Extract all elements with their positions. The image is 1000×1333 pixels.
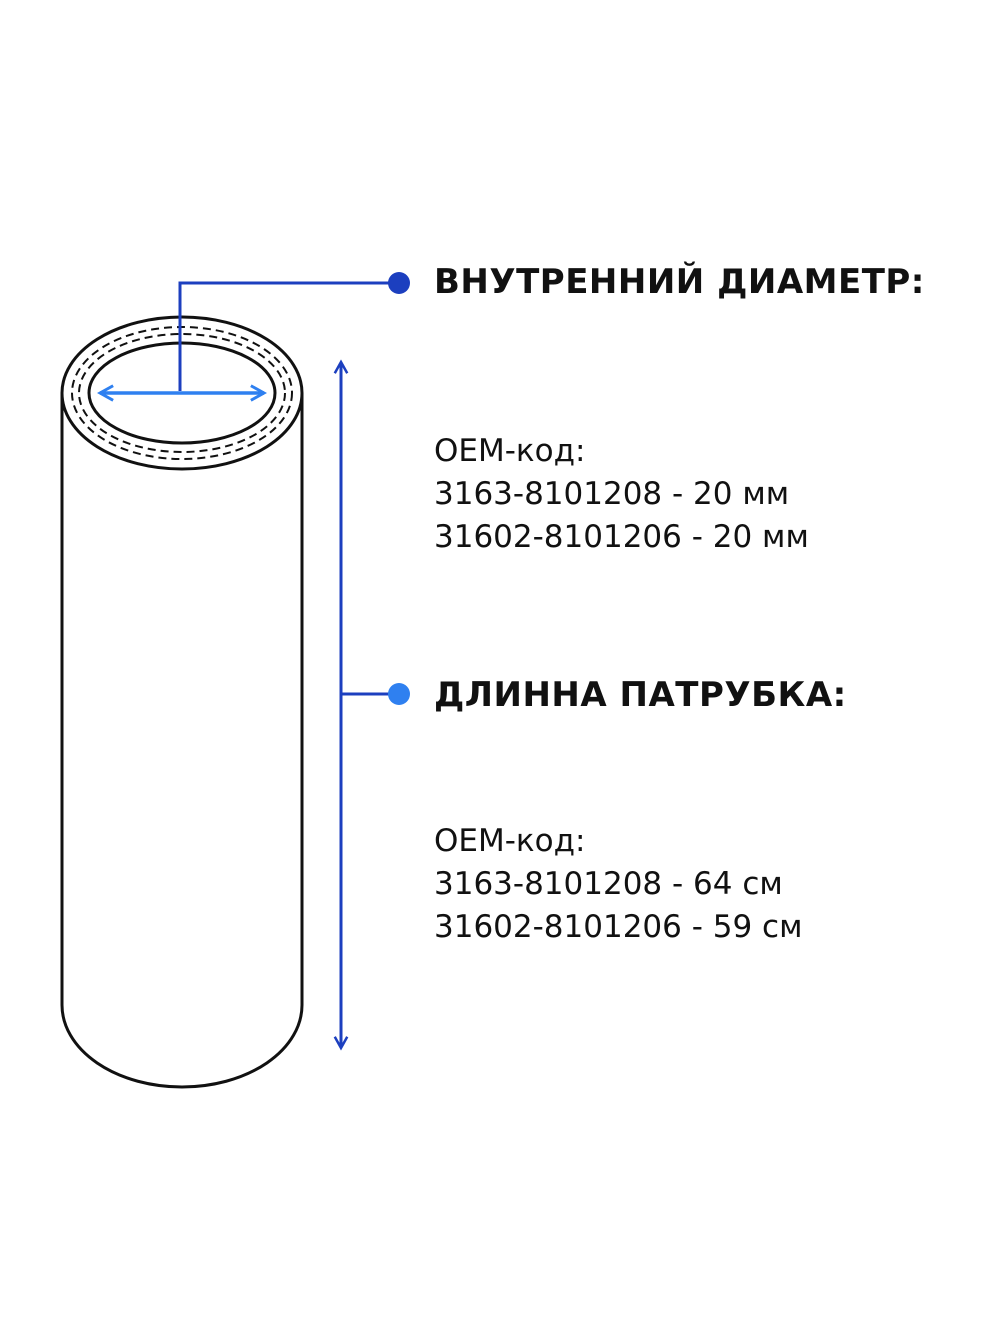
- inner-diameter-heading: ВНУТРЕННИЙ ДИАМЕТР:: [434, 262, 925, 302]
- hose-length-heading: ДЛИННА ПАТРУБКА:: [434, 675, 847, 715]
- tube-reinforcement-inner: [78, 333, 286, 453]
- oem-code-line: 3163-8101208 - 20 мм: [434, 476, 790, 512]
- oem-label: OEM-код:: [434, 823, 586, 859]
- length-leader-dot: [388, 683, 410, 705]
- hose-length-info: OEM-код: 3163-8101208 - 64 см 31602-8101…: [434, 820, 803, 949]
- inner-diameter-indicator: [100, 272, 410, 393]
- diameter-leader-dot: [388, 272, 410, 294]
- oem-code-line: 31602-8101206 - 59 см: [434, 909, 803, 945]
- hose-tube: [60, 315, 304, 1089]
- diameter-leader-line: [178, 281, 398, 391]
- oem-code-line: 3163-8101208 - 64 см: [434, 866, 783, 902]
- tube-body-outline: [60, 393, 304, 1089]
- length-indicator: [341, 362, 410, 1048]
- oem-code-line: 31602-8101206 - 20 мм: [434, 519, 809, 555]
- tube-reinforcement-outer: [71, 326, 293, 460]
- inner-diameter-info: OEM-код: 3163-8101208 - 20 мм 31602-8101…: [434, 430, 809, 559]
- oem-label: OEM-код:: [434, 433, 586, 469]
